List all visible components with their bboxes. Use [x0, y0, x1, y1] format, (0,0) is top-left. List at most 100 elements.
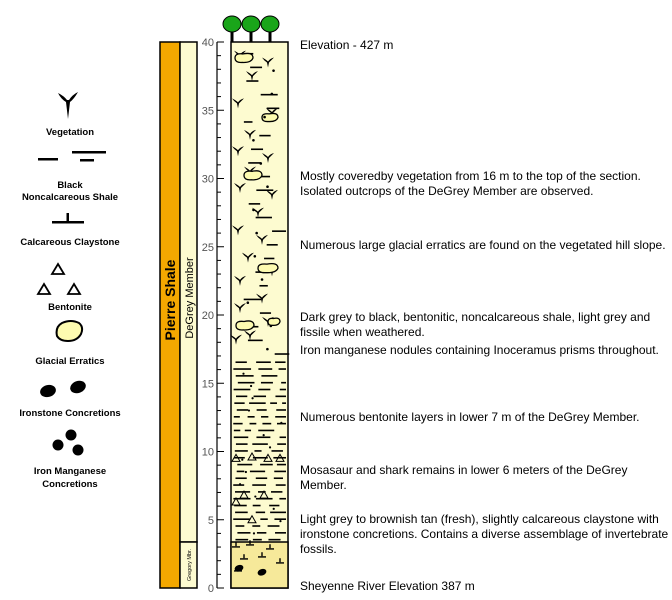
shale-dash: [275, 484, 286, 486]
shale-dash: [256, 532, 267, 534]
shale-dash: [249, 402, 266, 404]
shale-dash: [233, 497, 251, 500]
tick-label: 15: [202, 378, 214, 390]
ironstone-concretion-icon: [40, 380, 86, 398]
shale-dash: [236, 470, 245, 473]
claystone-mark: [266, 548, 274, 550]
ironstone-concretion: [234, 564, 244, 572]
shale-dash: [252, 525, 261, 527]
shale-dash: [260, 518, 268, 520]
glacial-erratic: [234, 52, 254, 64]
vegetation-mark: [252, 207, 264, 218]
shale-dash: [243, 298, 262, 301]
shale-dash: [274, 470, 286, 473]
claystone-mark: [276, 562, 284, 564]
concretion-dot: [260, 278, 264, 281]
vegetation-mark: [232, 225, 244, 236]
bentonite-triangle: [231, 453, 241, 462]
shale-dash: [254, 450, 262, 452]
shale-dash: [237, 381, 255, 384]
concretion-dot: [263, 115, 266, 119]
tick-label: 10: [202, 447, 214, 459]
claystone-text: Light grey to brownish tan (fresh), slig…: [300, 512, 669, 556]
fossil-remains-text: Mosasaur and shark remains in lower 6 me…: [300, 463, 628, 492]
shale-dash: [235, 443, 248, 445]
legend-shale-label-1: Black: [57, 180, 83, 191]
shale-dash: [251, 148, 264, 151]
concretion-dot: [280, 421, 283, 424]
degrey-member-label: DeGrey Member: [184, 257, 196, 339]
claystone-mark: [261, 552, 263, 557]
bentonite-triangle: [247, 451, 257, 461]
gregory-member-label: Gregory Mbr.: [187, 548, 193, 581]
concretion-dot: [266, 347, 269, 351]
shale-dash: [235, 477, 247, 480]
shale-dash: [258, 491, 266, 493]
shale-dash: [249, 470, 266, 473]
nodules-text: Iron manganese nodules containing Inocer…: [300, 343, 659, 357]
concretion-dot: [253, 255, 257, 258]
concretion-dot: [252, 138, 255, 142]
shale-dash: [248, 203, 261, 205]
shale-dash: [247, 416, 255, 418]
shale-dash: [272, 230, 287, 232]
shale-dash: [262, 422, 272, 425]
claystone-mark: [243, 554, 245, 559]
glacial-erratic: [235, 320, 255, 331]
shale-dash: [234, 504, 247, 507]
shale-dash: [235, 538, 249, 541]
shale-dash: [261, 416, 269, 418]
black-shale-icon: [38, 151, 106, 162]
shale-dash: [252, 538, 262, 541]
shale-dash: [256, 361, 271, 364]
shale-dash: [255, 511, 266, 514]
shale-dash: [234, 402, 245, 404]
concretion-dot: [249, 384, 253, 388]
shale-dash: [249, 422, 257, 425]
shale-dash: [252, 484, 267, 486]
shale-dash: [275, 532, 286, 534]
vegetation-mark: [242, 252, 254, 263]
shale-dash: [281, 381, 286, 384]
shale-dash: [270, 511, 286, 514]
vegetation-mark: [232, 98, 244, 109]
vegetation-mark: [234, 275, 246, 286]
shale-dash: [243, 121, 253, 123]
shale-dash: [255, 216, 272, 219]
shale-dash: [237, 532, 251, 534]
shale-dash: [275, 416, 286, 418]
shale-dash: [236, 409, 249, 411]
shale-dash: [236, 395, 248, 398]
claystone-mark: [279, 558, 281, 563]
claystone-mark: [240, 558, 248, 560]
tick-label: 5: [208, 515, 214, 527]
bentonite-triangle: [275, 453, 285, 462]
concretion-dot: [279, 520, 282, 523]
shale-dash: [258, 368, 273, 370]
glacial-erratic: [257, 262, 279, 274]
concretion-dot: [269, 324, 273, 328]
shale-dash: [271, 450, 283, 452]
shale-dash: [261, 175, 271, 178]
concretion-dot: [238, 483, 242, 486]
tree-icon: [260, 15, 280, 42]
shale-dash: [259, 134, 271, 137]
shale-dash: [267, 525, 280, 527]
vegetation-mark: [244, 330, 256, 341]
concretion-dot: [247, 409, 251, 412]
shale-dash: [266, 107, 280, 110]
glacial-erratic: [261, 112, 279, 123]
vegetation-mark: [256, 293, 268, 304]
claystone-mark: [258, 556, 266, 558]
glacial-erratic: [243, 170, 263, 181]
shale-dash: [269, 504, 280, 507]
shale-dash: [260, 381, 273, 384]
concretion-dot: [254, 495, 257, 498]
shale-dash: [259, 284, 268, 287]
shale-dash: [260, 463, 273, 466]
shale-dash: [258, 429, 275, 432]
shale-dash: [273, 477, 283, 480]
claystone-mark: [235, 542, 237, 547]
vegetation-mark: [244, 129, 256, 140]
legend-claystone-label: Calcareous Claystone: [20, 237, 120, 248]
